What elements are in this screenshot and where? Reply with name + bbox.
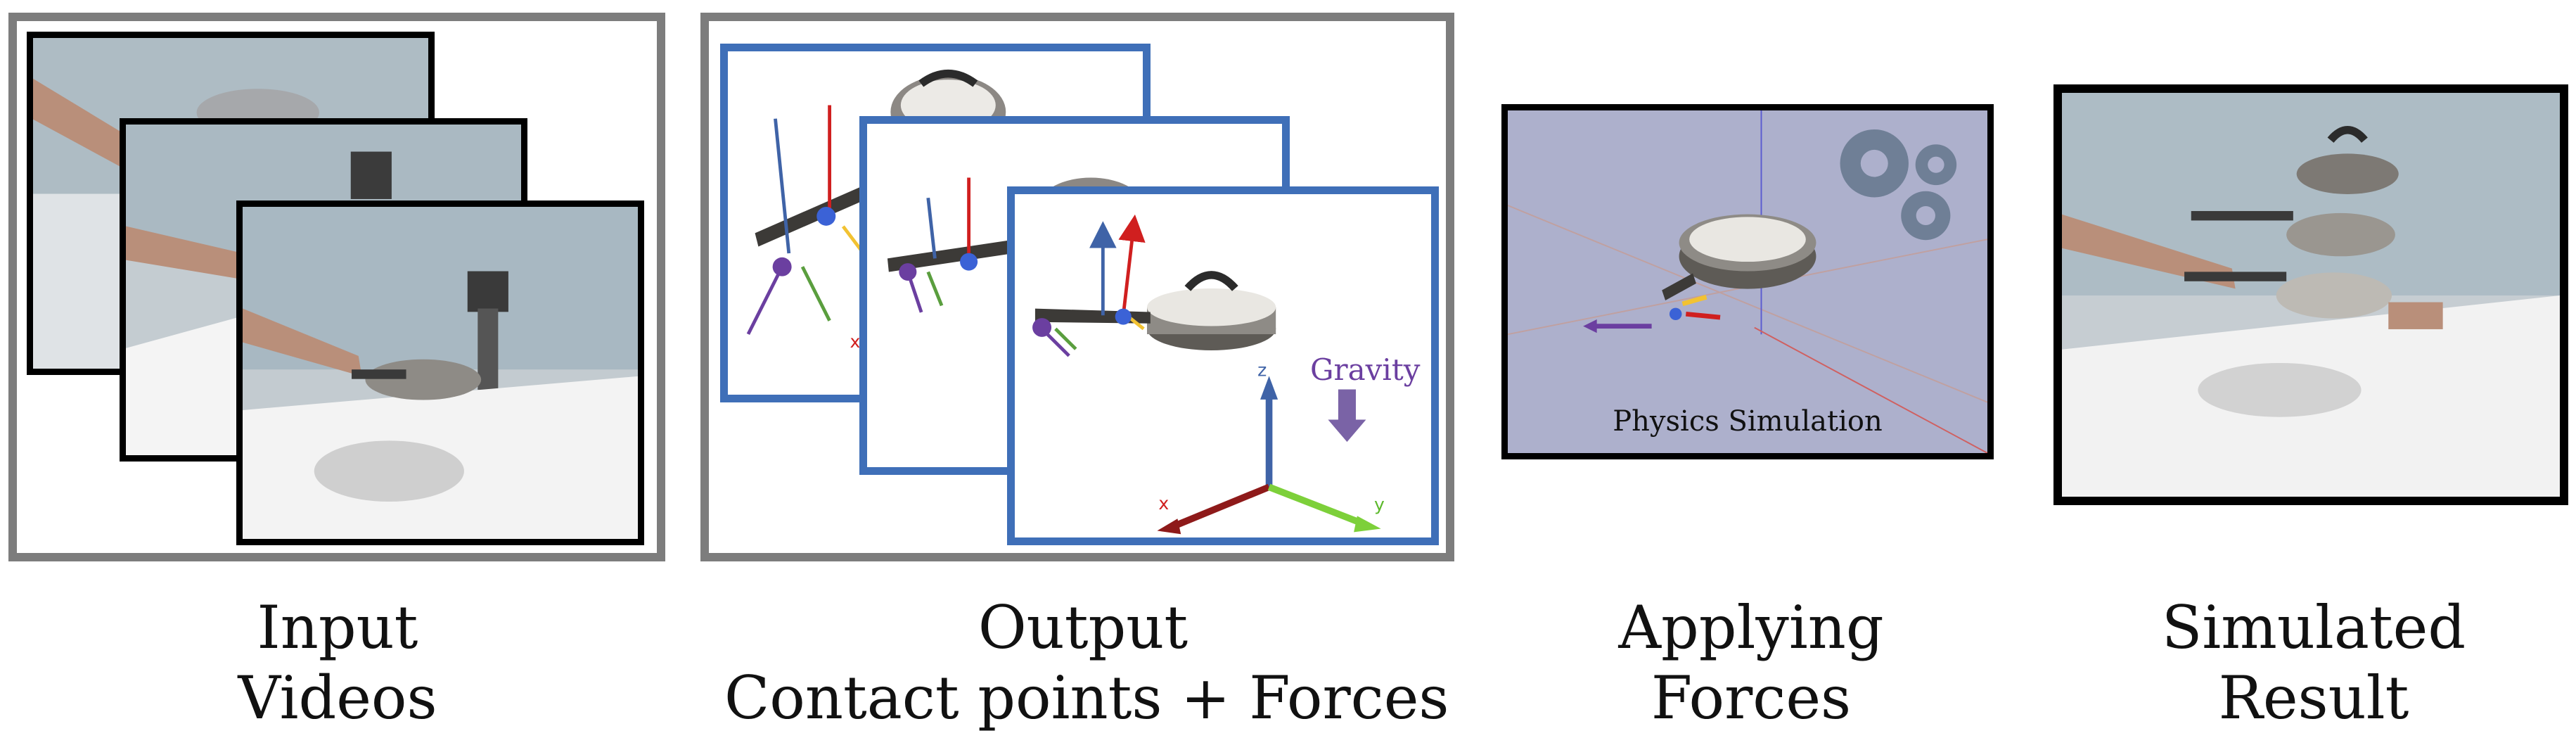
caption-line-2: Videos (238, 663, 437, 732)
input-videos-caption: Input Videos (141, 592, 534, 733)
physics-simulation-frame: Physics Simulation (1501, 104, 1994, 459)
output-caption: Output Contact points + Forces (724, 592, 1449, 733)
caption-line-1: Applying (1618, 593, 1884, 662)
simulated-result-frame (2053, 84, 2568, 505)
caption-line-2: Result (2218, 663, 2409, 732)
partial-x-label: x (850, 331, 861, 352)
caption-line-2: Contact points + Forces (724, 663, 1449, 732)
axis-y-label: y (1374, 495, 1385, 515)
gears-icon (1840, 129, 1957, 241)
simulated-result-caption: Simulated Result (2110, 592, 2518, 733)
caption-line-1: Input (257, 593, 418, 662)
caption-line-1: Output (978, 593, 1188, 662)
gravity-label: Gravity (1310, 352, 1421, 387)
caption-line-2: Forces (1651, 663, 1852, 732)
axis-z-label: z (1257, 360, 1267, 380)
input-video-frame-front (236, 201, 644, 545)
physics-simulation-label: Physics Simulation (1613, 405, 1883, 438)
caption-line-1: Simulated (2161, 593, 2466, 662)
axis-x-label: x (1158, 493, 1169, 514)
output-frame-front: z x y Gravity (1007, 186, 1439, 545)
applying-forces-caption: Applying Forces (1533, 592, 1969, 733)
